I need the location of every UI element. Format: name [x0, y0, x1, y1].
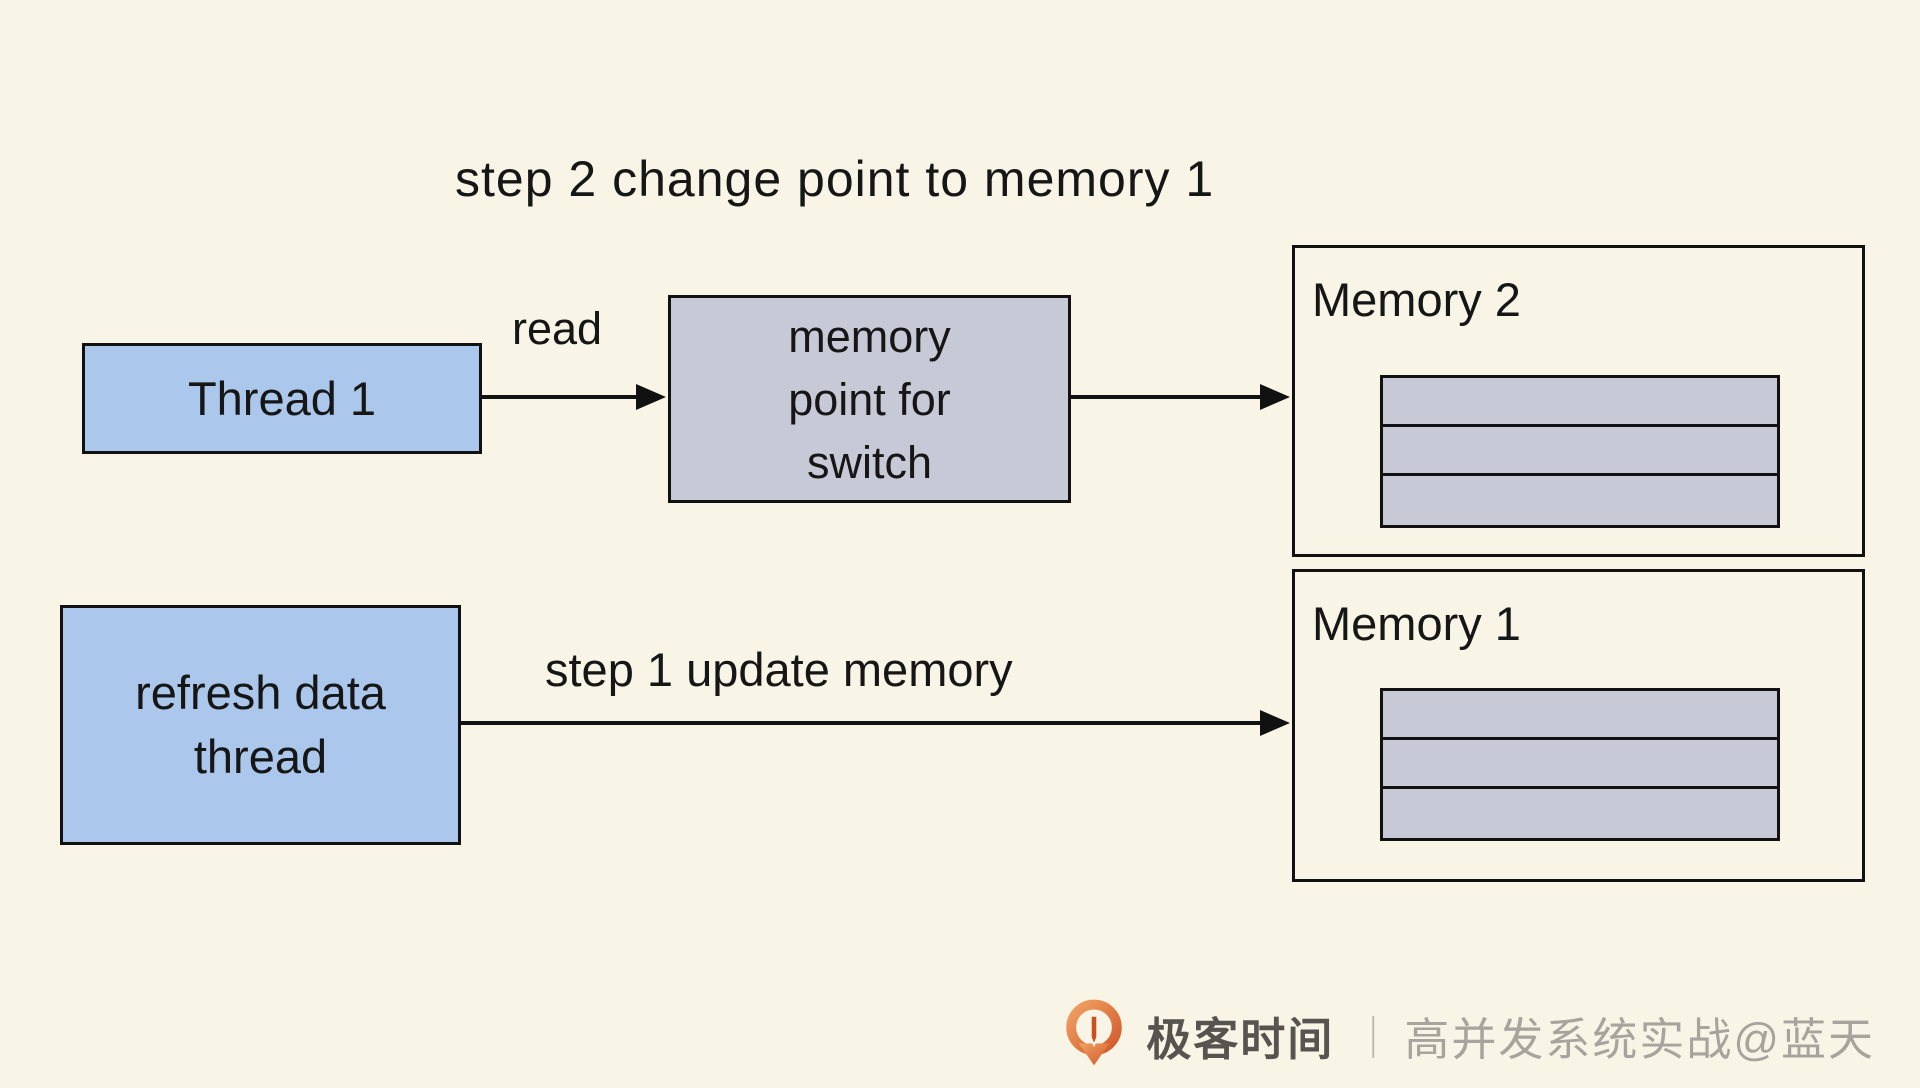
- geektime-logo-icon: [1066, 999, 1123, 1066]
- memory1-box: [1292, 569, 1865, 882]
- read-arrow-line: [481, 395, 637, 399]
- memory-slot: [1383, 378, 1777, 427]
- read-arrow-label: read: [512, 303, 603, 354]
- memory2-label: Memory 2: [1312, 273, 1521, 326]
- memory-slot: [1383, 427, 1777, 476]
- read-arrow-head: [636, 384, 666, 410]
- memory-point-label-line3: switch: [806, 436, 933, 488]
- memory-slot: [1383, 740, 1777, 789]
- update-arrow-label: step 1 update memory: [545, 643, 1013, 696]
- memory2-box: [1292, 245, 1865, 557]
- point-to-memory2-arrow-line: [1071, 395, 1261, 399]
- memory-slot: [1383, 476, 1777, 525]
- update-arrow-head: [1260, 710, 1290, 736]
- refresh-thread-label-line2: thread: [193, 730, 328, 783]
- memory1-label: Memory 1: [1312, 597, 1521, 650]
- refresh-thread-node: refresh data thread: [60, 605, 461, 845]
- memory-point-label-line2: point for: [788, 373, 951, 425]
- watermark: 极客时间 ｜ 高并发系统实战@蓝天: [1056, 995, 1875, 1075]
- update-arrow-line: [461, 721, 1261, 725]
- thread1-node: Thread 1: [82, 343, 482, 454]
- memory-point-node: memory point for switch: [668, 295, 1071, 503]
- watermark-separator: ｜: [1352, 1014, 1395, 1062]
- point-to-memory2-arrow-head: [1260, 384, 1290, 410]
- memory-point-label-line1: memory: [788, 310, 951, 362]
- diagram-title: step 2 change point to memory 1: [455, 151, 1215, 207]
- memory-slot: [1383, 691, 1777, 740]
- thread1-label: Thread 1: [187, 371, 377, 425]
- memory-slot: [1383, 789, 1777, 838]
- memory1-slots: [1380, 688, 1780, 841]
- memory2-slots: [1380, 375, 1780, 528]
- watermark-brand-text: 极客时间: [1146, 1013, 1335, 1065]
- watermark-credit-text: 高并发系统实战@蓝天: [1404, 1013, 1875, 1065]
- refresh-thread-label-line1: refresh data: [135, 666, 386, 719]
